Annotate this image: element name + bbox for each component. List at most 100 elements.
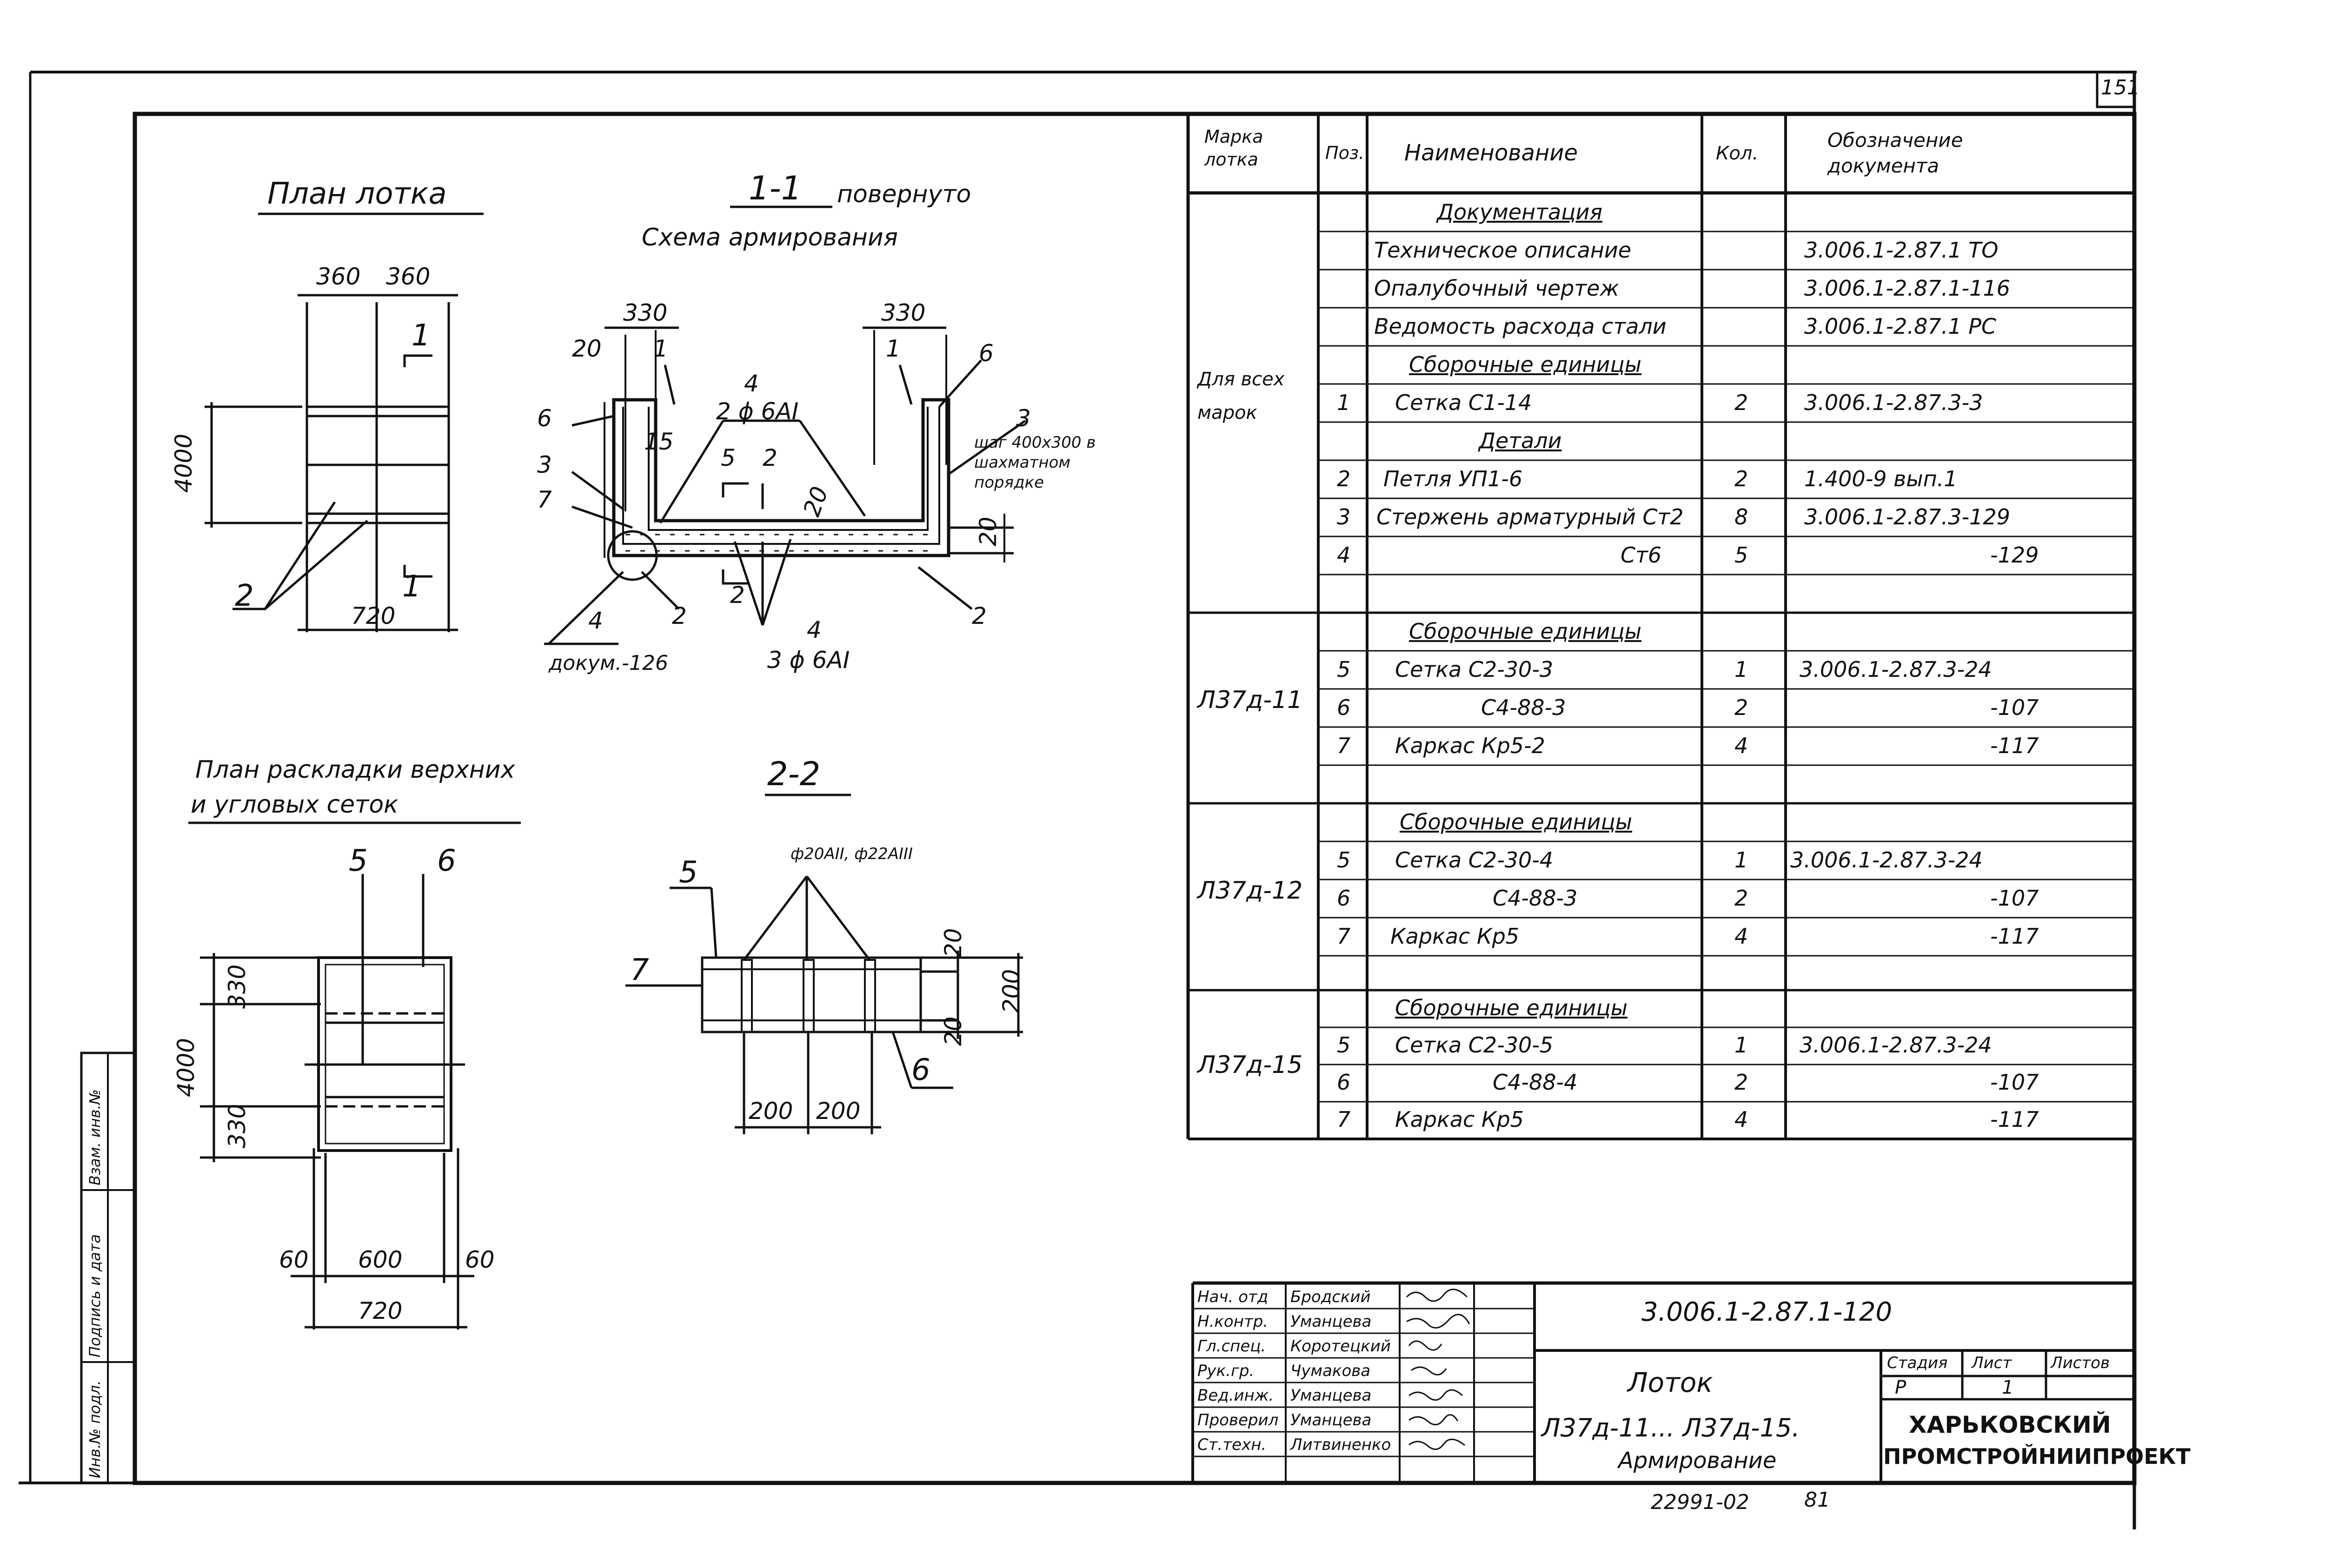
position-mark: 1 [653, 335, 668, 362]
row-pos: 7 [1337, 733, 1351, 758]
row-name: Ст6 [1621, 543, 1662, 568]
section-heading: Сборочные единицы [1409, 619, 1642, 644]
group-mark: Для всех марок [1197, 369, 1285, 423]
dim-label: 4000 [173, 1038, 199, 1097]
row-qty: 1 [1734, 657, 1748, 682]
page-number: 151 [2101, 76, 2140, 99]
row-pos: 6 [1337, 886, 1351, 911]
row-name: Ведомость расхода стали [1374, 314, 1667, 339]
row-name: Сетка С2-30-3 [1395, 657, 1554, 682]
position-mark: 6 [911, 1053, 930, 1087]
position-mark: 6 [537, 405, 552, 432]
position-mark: 4 [744, 370, 759, 397]
archive-number: 22991-02 [1651, 1490, 1749, 1514]
position-mark: 3 [537, 451, 552, 478]
section-heading: Сборочные единицы [1400, 809, 1633, 834]
row-qty: 2 [1734, 390, 1748, 415]
section-heading: Детали [1479, 428, 1562, 453]
dim-label: 60 [465, 1246, 495, 1273]
plan-view [205, 212, 484, 632]
row-name: С4-88-3 [1493, 886, 1578, 911]
dim-label: 60 [279, 1246, 309, 1273]
header-pos: Поз. [1325, 143, 1365, 163]
position-mark: 1 [886, 335, 901, 362]
signature-role: Нач. отд [1197, 1288, 1269, 1306]
section-heading: Сборочные единицы [1395, 995, 1628, 1020]
row-doc: -107 [1990, 886, 2039, 911]
product-name: Лоток [1628, 1367, 1713, 1398]
row-doc: 3.006.1-2.87.1 РС [1804, 314, 1996, 339]
dim-label: 360 [316, 263, 361, 290]
signature-name: Коротецкий [1290, 1337, 1391, 1356]
position-mark: 6 [979, 340, 994, 367]
rebar-label: ф20AII, ф22AIII [790, 845, 913, 863]
signature-role: Рук.гр. [1197, 1362, 1255, 1380]
archive-sheet: 81 [1804, 1488, 1830, 1512]
position-mark: 2 [672, 602, 687, 629]
section-2-2-title: 2-2 [767, 755, 821, 793]
row-pos: 5 [1337, 847, 1351, 873]
row-doc: -117 [1990, 733, 2039, 758]
dim-label: 200 [816, 1098, 861, 1125]
position-mark: 4 [807, 616, 822, 643]
section-heading: Сборочные единицы [1409, 352, 1642, 377]
position-mark: 7 [537, 486, 552, 513]
section-mark: 2 [730, 582, 745, 609]
signature-name: Уманцева [1290, 1386, 1372, 1405]
row-qty: 2 [1734, 695, 1748, 720]
dim-label: 600 [358, 1246, 403, 1273]
row-name: Сетка С2-30-5 [1395, 1032, 1554, 1058]
row-pos: 7 [1337, 1107, 1351, 1132]
row-doc: -117 [1990, 924, 2039, 949]
section-1-1-title: 1-1 [749, 169, 802, 207]
group-mark: Л37д-11 [1197, 686, 1303, 714]
row-doc: 3.006.1-2.87.3-24 [1800, 657, 1992, 682]
dim-label: 200 [998, 969, 1025, 1013]
row-doc: -117 [1990, 1107, 2039, 1132]
row-name: Сетка С2-30-4 [1395, 847, 1554, 873]
position-mark: 6 [437, 844, 456, 878]
row-name: Петля УП1-6 [1383, 466, 1523, 491]
dim-label: 720 [351, 602, 396, 629]
row-doc: 1.400-9 вып.1 [1804, 466, 1958, 491]
section-2-2 [625, 794, 1023, 1134]
row-pos: 2 [1337, 466, 1351, 491]
rebar-top-label: 2 ϕ 6AI [716, 398, 799, 425]
group-mark: Л37д-15 [1197, 1051, 1303, 1079]
section-mark: 5 [721, 444, 736, 471]
dim-label: 20 [940, 1016, 967, 1046]
dim-label: 720 [358, 1297, 403, 1324]
dim-label: 20 [940, 928, 967, 958]
signature-name: Уманцева [1290, 1411, 1372, 1429]
dim-label: 20 [975, 516, 1002, 546]
row-name: Опалубочный чертеж [1374, 276, 1619, 301]
row-pos: 3 [1337, 504, 1351, 529]
row-name: Каркас Кр5-2 [1395, 733, 1545, 758]
signature-name: Литвиненко [1290, 1436, 1391, 1454]
row-name: С4-88-3 [1481, 695, 1566, 720]
row-doc: -107 [1990, 1070, 2039, 1095]
section-mark: 1 [412, 318, 431, 353]
row-pos: 1 [1337, 390, 1351, 415]
header-doc: Обозначение документа [1827, 129, 1963, 177]
signature-role: Гл.спец. [1197, 1337, 1266, 1356]
signature-role: Проверил [1197, 1411, 1279, 1429]
side-stamp-replace-label: Взам. инв.№ [86, 1089, 104, 1185]
dim-label: 15 [644, 428, 674, 455]
rebar-bottom-label: 3 ϕ 6AI [767, 647, 850, 674]
layout-title: и угловых сеток [191, 791, 399, 819]
dim-label: 4000 [170, 433, 197, 493]
header-qty: Кол. [1716, 143, 1759, 164]
row-doc: 3.006.1-2.87.3-3 [1804, 390, 1983, 415]
side-stamp-inv-label: Инв.№ подл. [86, 1380, 104, 1478]
dim-label: 330 [224, 1104, 251, 1148]
dim-label: 200 [749, 1098, 793, 1125]
signature-name: Уманцева [1290, 1312, 1372, 1331]
sheet-label: Лист [1972, 1354, 2012, 1372]
dim-label: 330 [224, 964, 251, 1009]
position-mark: 2 [972, 602, 987, 629]
side-stamp-signature-label: Подпись и дата [86, 1234, 104, 1357]
dim-label: 360 [386, 263, 431, 290]
